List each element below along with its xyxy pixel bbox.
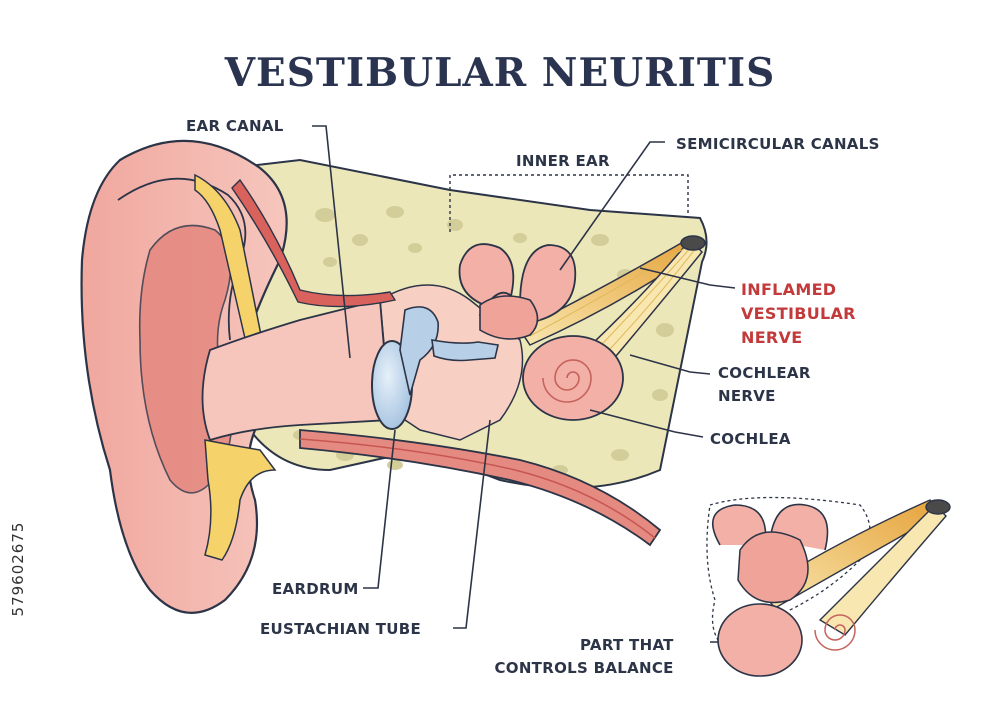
- label-cochlear-nerve: COCHLEAR NERVE: [718, 364, 811, 405]
- balance-inset: [706, 496, 951, 677]
- ossicles: [399, 306, 439, 396]
- vestibule: [479, 295, 539, 340]
- label-semicircular-canals: SEMICIRCULAR CANALS: [676, 135, 880, 153]
- ear-canal: [201, 298, 391, 442]
- cochlea-shape: [522, 335, 624, 421]
- page-title: VESTIBULAR NEURITIS: [224, 50, 776, 96]
- stock-id: 579602675: [9, 521, 27, 617]
- helix-rim: [117, 177, 247, 341]
- nerve-end: [680, 235, 706, 251]
- label-ear-canal: EAR CANAL: [186, 117, 284, 135]
- label-eustachian-tube: EUSTACHIAN TUBE: [260, 620, 422, 638]
- cartilage-lower: [204, 439, 277, 561]
- label-inflamed-vestibular-nerve: INFLAMED VESTIBULAR NERVE: [741, 280, 856, 347]
- label-inner-ear: INNER EAR: [516, 152, 610, 170]
- label-cochlea: COCHLEA: [710, 430, 791, 448]
- inner-ear-bracket: [449, 174, 689, 232]
- canal-wall-upper: [231, 178, 397, 308]
- label-eardrum: EARDRUM: [272, 580, 359, 598]
- label-balance-part: PART THAT CONTROLS BALANCE: [494, 636, 674, 677]
- cochlear-nerve-bundle: [573, 238, 704, 376]
